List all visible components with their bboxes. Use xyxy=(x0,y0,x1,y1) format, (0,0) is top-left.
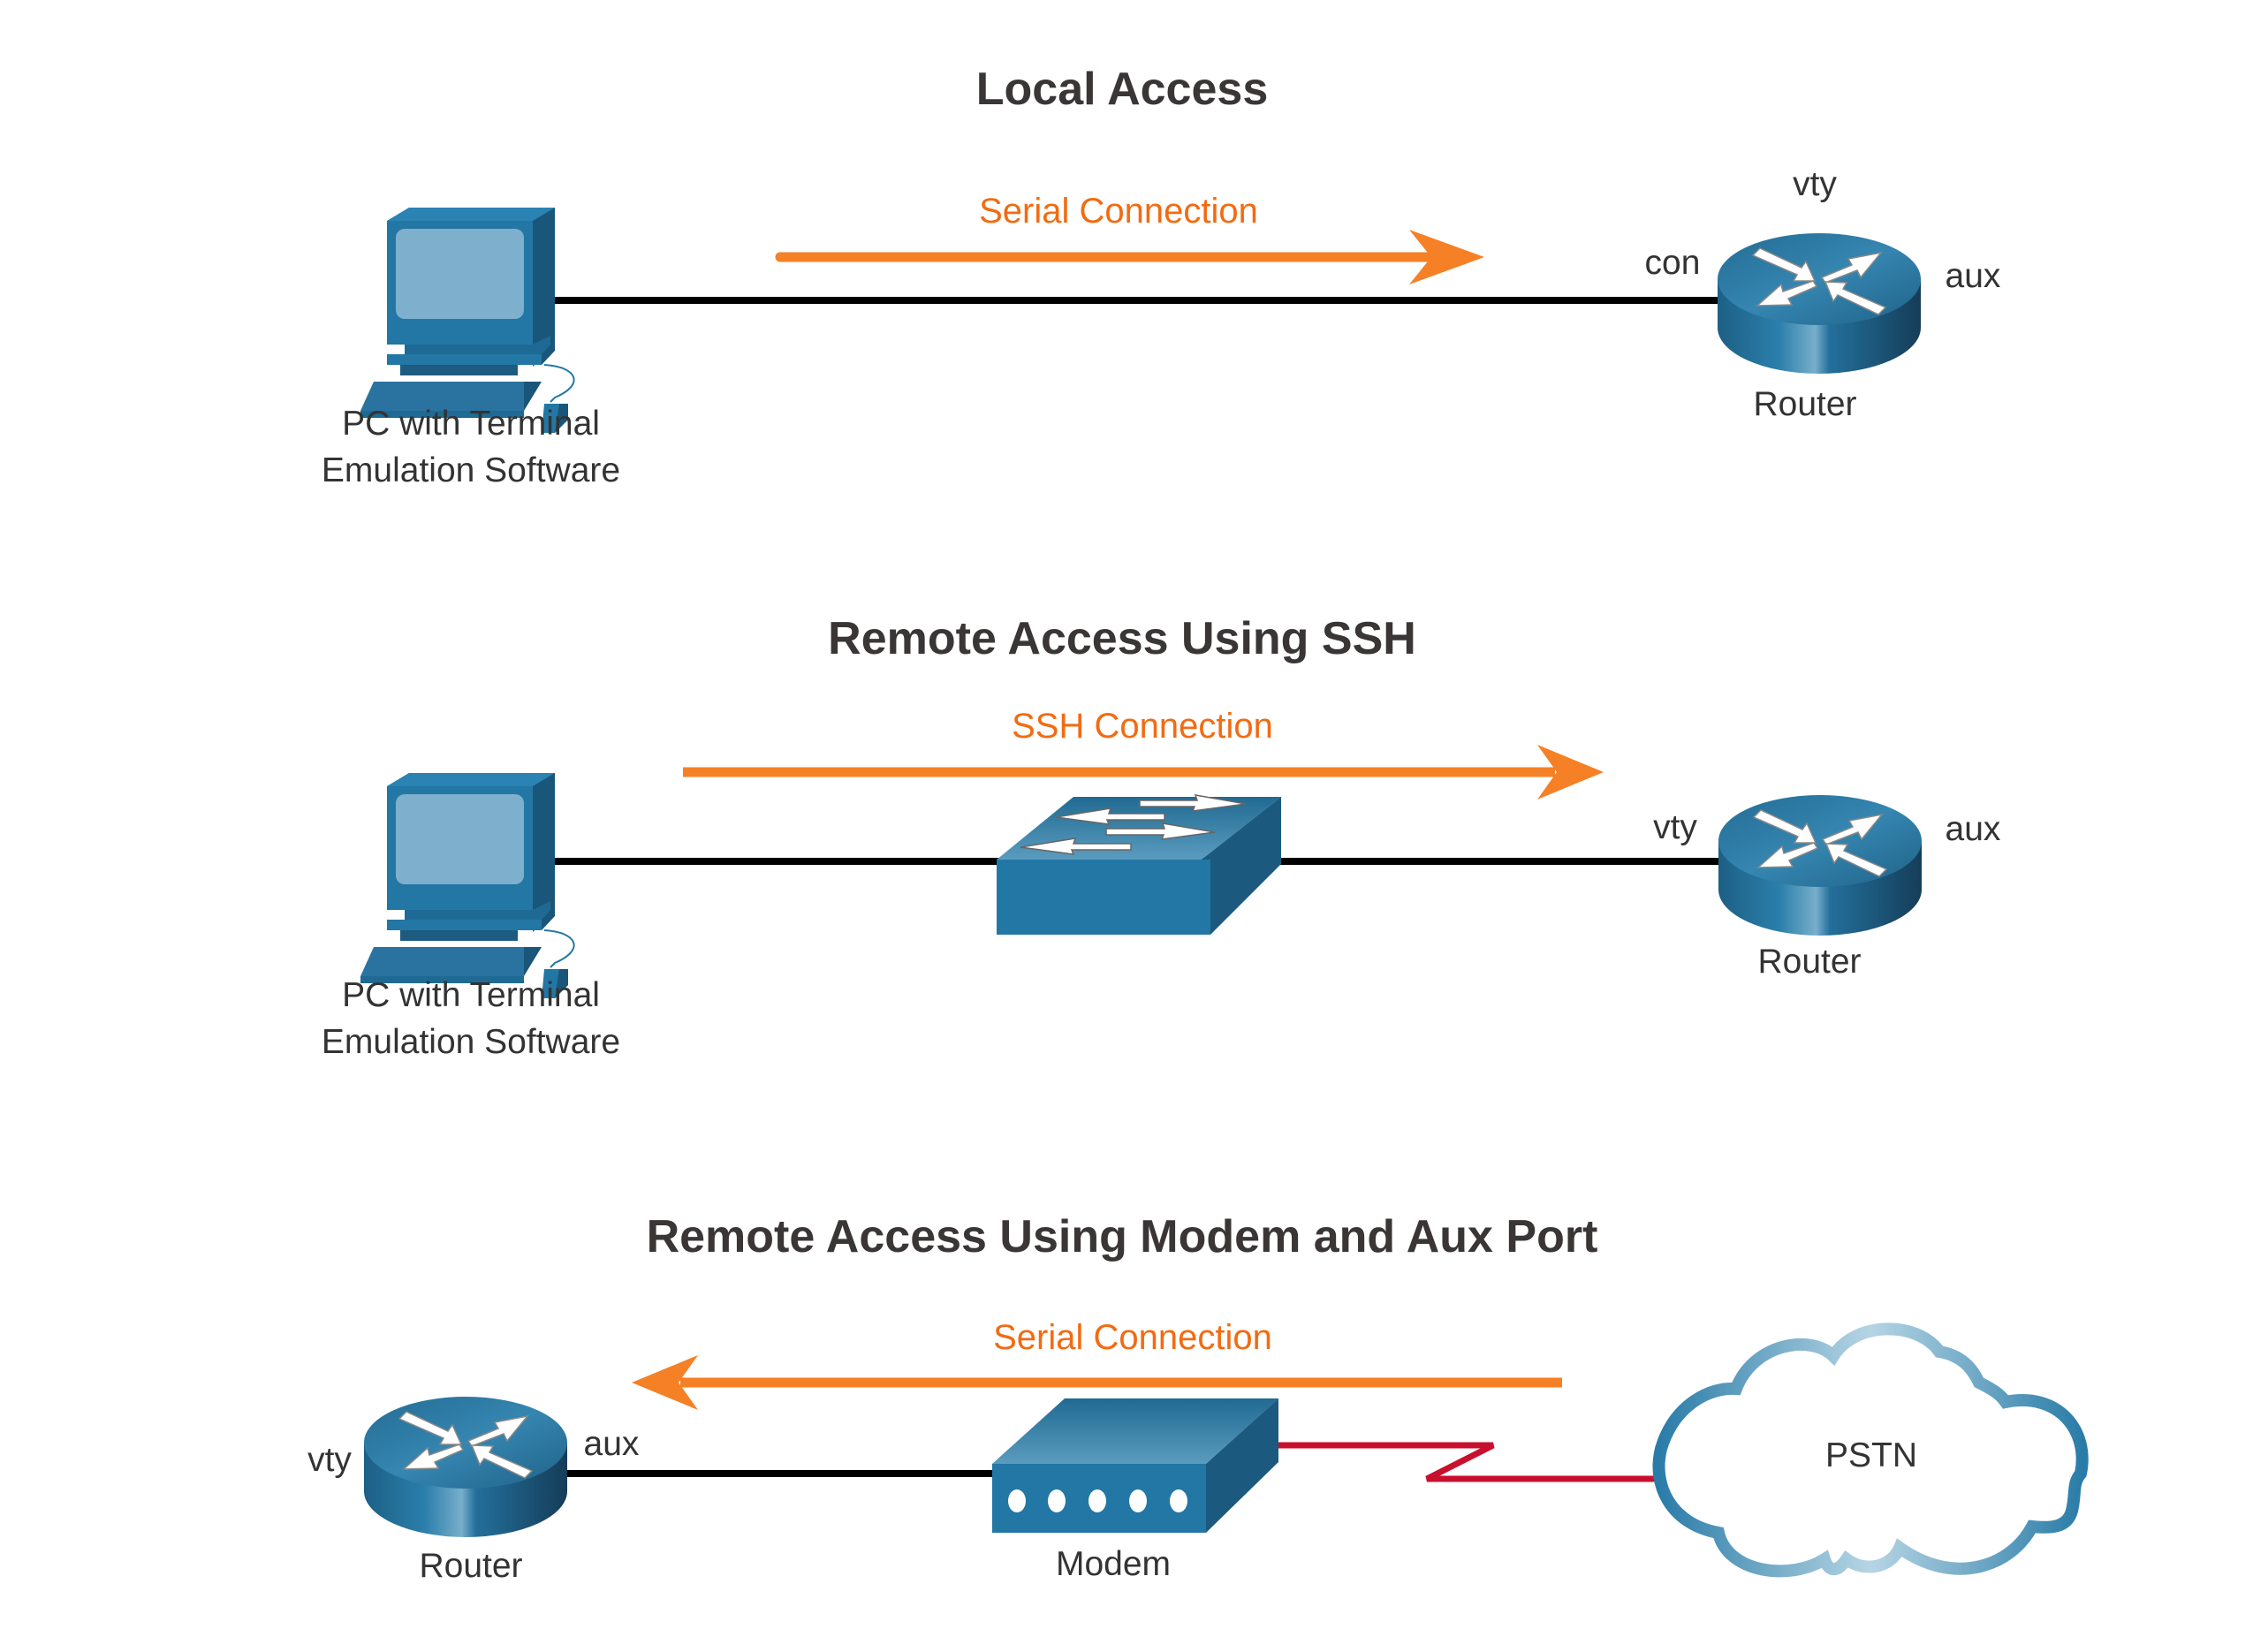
pstn-label: PSTN xyxy=(1825,1436,1917,1474)
port-aux-label: aux xyxy=(1946,810,2001,848)
router-icon xyxy=(1718,794,1923,936)
router-label: Router xyxy=(419,1547,522,1585)
pstn-cloud-icon xyxy=(1652,1322,2089,1578)
connection-label: Serial Connection xyxy=(993,1318,1272,1357)
ssh-connection-arrow xyxy=(683,745,1604,799)
pc-label-line1: PC with Terminal xyxy=(342,976,600,1014)
modem-label: Modem xyxy=(1056,1545,1171,1583)
connection-label: SSH Connection xyxy=(1012,707,1273,746)
pc-icon xyxy=(360,772,575,999)
section-remote-ssh: Remote Access Using SSH SSH Connection P… xyxy=(322,613,2001,1061)
modem-icon xyxy=(992,1398,1278,1533)
section-local-access: Local Access Serial Connection PC with T… xyxy=(322,64,2001,489)
port-vty-label: vty xyxy=(1793,165,1837,203)
pc-label-line2: Emulation Software xyxy=(322,1023,620,1061)
router-icon xyxy=(363,1396,568,1538)
router-label: Router xyxy=(1757,943,1861,981)
pc-icon xyxy=(360,207,575,434)
router-icon xyxy=(1717,232,1922,375)
switch-icon xyxy=(997,794,1281,935)
section-title: Remote Access Using Modem and Aux Port xyxy=(647,1211,1598,1262)
port-con-label: con xyxy=(1645,244,1701,282)
section-title: Local Access xyxy=(976,64,1268,115)
connection-label: Serial Connection xyxy=(979,192,1258,231)
serial-connection-arrow xyxy=(632,1355,1562,1410)
router-label: Router xyxy=(1753,385,1856,423)
section-title: Remote Access Using SSH xyxy=(828,613,1416,664)
pc-label-line2: Emulation Software xyxy=(322,451,620,489)
port-vty-label: vty xyxy=(1653,808,1697,846)
pc-label-line1: PC with Terminal xyxy=(342,405,600,443)
serial-connection-arrow xyxy=(775,230,1484,284)
section-remote-modem: Remote Access Using Modem and Aux Port S… xyxy=(307,1211,2089,1585)
port-aux-label: aux xyxy=(584,1425,640,1463)
port-vty-label: vty xyxy=(307,1441,352,1479)
port-aux-label: aux xyxy=(1946,257,2001,295)
wan-link xyxy=(1278,1442,1661,1482)
